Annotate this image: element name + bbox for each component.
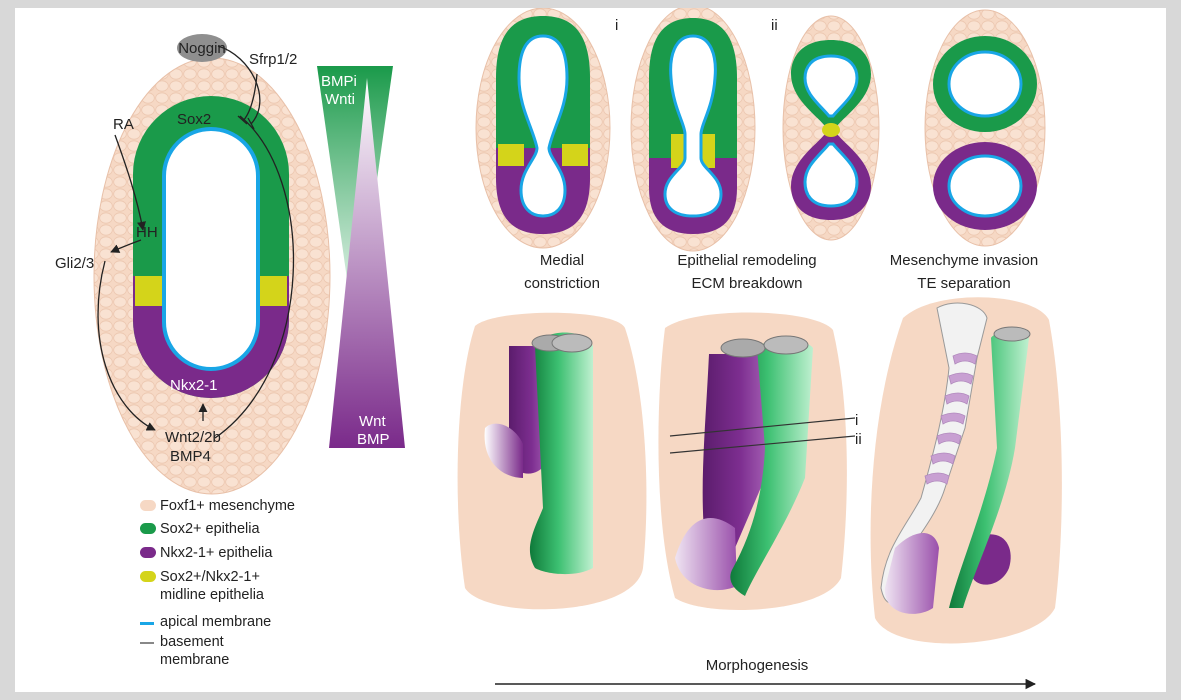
label-sox2: Sox2 <box>177 111 211 128</box>
legend-label-basement-2: membrane <box>160 651 229 669</box>
legend-swatch-nkx2-1 <box>140 547 156 558</box>
tube-stage3 <box>871 297 1062 643</box>
label-roman-i-top: i <box>615 17 618 34</box>
caption-stage1-line1: Medial <box>540 252 584 269</box>
label-wnti: Wnti <box>325 91 355 108</box>
label-sfrp: Sfrp1/2 <box>249 51 297 68</box>
caption-stage3-line1: Mesenchyme invasion <box>890 252 1038 269</box>
legend-swatch-apical <box>140 622 154 625</box>
label-bmp: BMP <box>357 431 390 448</box>
tube-stage1 <box>458 313 647 610</box>
legend-label-mesenchyme: Foxf1+ mesenchyme <box>160 497 295 515</box>
legend-swatch-midline <box>140 571 156 582</box>
label-roman-ii-top: ii <box>771 17 778 34</box>
label-wnt2: Wnt2/2b <box>165 429 221 446</box>
legend-label-sox2: Sox2+ epithelia <box>160 520 260 538</box>
foregut-cross-section <box>94 34 330 494</box>
caption-stage2-line1: Epithelial remodeling <box>677 252 816 269</box>
label-wnt: Wnt <box>359 413 387 430</box>
caption-stage2-line2: ECM breakdown <box>692 275 803 292</box>
morphogen-gradient: BMPi Wnti Wnt BMP <box>317 66 405 448</box>
section-remodeling <box>631 8 755 251</box>
legend-label-midline-1: Sox2+/Nkx2-1+ <box>160 568 260 586</box>
section-separated <box>925 10 1045 246</box>
plane-label-ii: ii <box>855 431 862 448</box>
label-ra: RA <box>113 116 134 133</box>
diagram-canvas: Noggin Sfrp1/2 Sox2 RA HH Gli2/3 Nkx2-1 … <box>15 8 1166 692</box>
plane-label-i: i <box>855 412 858 429</box>
label-gli: Gli2/3 <box>55 255 94 272</box>
label-bmp4: BMP4 <box>170 448 211 465</box>
caption-stage3-line2: TE separation <box>917 275 1010 292</box>
label-nkx2-1: Nkx2-1 <box>170 377 218 394</box>
caption-stage1-line2: constriction <box>524 275 600 292</box>
label-bmpi: BMPi <box>321 73 357 90</box>
label-noggin: Noggin <box>178 40 226 57</box>
legend-swatch-basement <box>140 642 154 644</box>
axis-label-morphogenesis: Morphogenesis <box>706 657 809 674</box>
label-hh: HH <box>136 224 158 241</box>
tube-stage2 <box>658 312 855 610</box>
section-separating <box>783 16 879 240</box>
legend-label-basement-1: basement <box>160 633 224 651</box>
legend-label-nkx2-1: Nkx2-1+ epithelia <box>160 544 272 562</box>
section-medial-constriction <box>476 8 610 248</box>
legend-label-apical: apical membrane <box>160 613 271 631</box>
lumen-apical-membrane <box>164 129 258 369</box>
legend-label-midline-2: midline epithelia <box>160 586 264 604</box>
legend-swatch-mesenchyme <box>140 500 156 511</box>
legend-swatch-sox2 <box>140 523 156 534</box>
